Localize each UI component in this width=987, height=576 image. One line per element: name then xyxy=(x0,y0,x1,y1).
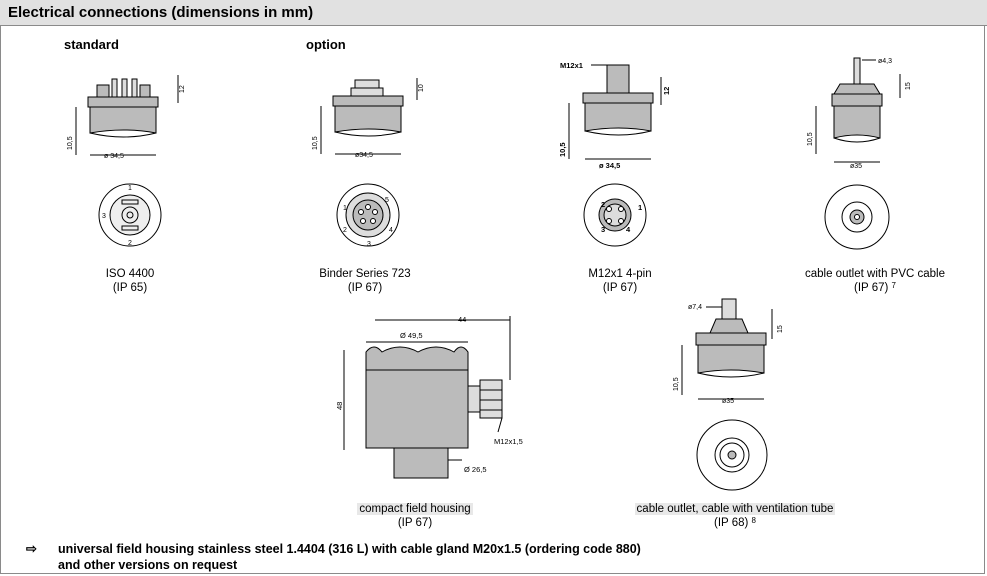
housing-top-dia-label: Ø 49,5 xyxy=(400,331,423,340)
pvc-cable-dia-label: ø4,3 xyxy=(878,58,892,65)
caption-ip: (IP 67) xyxy=(347,282,383,294)
binder723-caption: Binder Series 723 (IP 67) xyxy=(300,267,430,295)
pin-label: 1 xyxy=(343,205,347,212)
vent-side-label: 10,5 xyxy=(673,377,680,391)
section-title: Electrical connections (dimensions in mm… xyxy=(8,4,314,21)
housing-bottom-dia-label: Ø 26,5 xyxy=(464,465,487,474)
arrow-icon: ⇨ xyxy=(26,541,37,556)
vent-cable-dia-label: ø7,4 xyxy=(688,304,702,311)
caption-name: cable outlet, cable with ventilation tub… xyxy=(634,503,836,515)
footer-note: ⇨ universal field housing stainless steel… xyxy=(26,541,641,573)
binder723-side-label: 10,5 xyxy=(312,136,319,150)
housing-height-label: 48 xyxy=(335,402,344,410)
label-standard: standard xyxy=(64,37,119,52)
footer-line-2: and other versions on request xyxy=(58,558,238,572)
pvc-cable-front-drawing xyxy=(824,184,890,250)
housing-width-label: 44 xyxy=(458,315,466,324)
pin-label: 5 xyxy=(385,197,389,204)
m12-side-label: 10,5 xyxy=(558,142,567,157)
vent-tube-front-drawing xyxy=(696,419,768,491)
compact-housing-caption: compact field housing (IP 67) xyxy=(355,502,475,530)
pin-label: 3 xyxy=(601,225,605,234)
pin-label: 2 xyxy=(128,240,132,247)
footer-line-1: universal field housing stainless steel … xyxy=(58,542,641,556)
pvc-cable-side-drawing: ø4,3 ø35 15 10,5 xyxy=(807,57,912,170)
pvc-side-label: 10,5 xyxy=(807,132,814,146)
iso4400-side-drawing: ø 34,5 12 10,5 xyxy=(67,75,186,160)
caption-name: cable outlet with PVC cable xyxy=(805,268,945,280)
compact-housing-drawing: 44 Ø 49,5 48 M12x1,5 Ø 26,5 xyxy=(335,315,523,479)
pvc-dia-label: ø35 xyxy=(850,163,862,170)
binder723-side-drawing: ø34,5 10 10,5 xyxy=(312,78,425,159)
pin-label: 3 xyxy=(367,241,371,248)
iso4400-front-drawing: 1 2 3 xyxy=(98,183,162,247)
m12-caption: M12x1 4-pin (IP 67) xyxy=(560,267,680,295)
binder723-front-drawing: 1 2 3 4 5 xyxy=(336,183,400,248)
m12-front-drawing: 1 2 3 4 xyxy=(583,183,647,247)
m12-dia-label: ø 34,5 xyxy=(599,161,620,170)
section-header: Electrical connections (dimensions in mm… xyxy=(0,0,987,26)
iso4400-caption: ISO 4400 (IP 65) xyxy=(80,267,180,295)
binder723-height-label: 10 xyxy=(418,84,425,92)
pin-label: 2 xyxy=(343,227,347,234)
binder723-dia-label: ø34,5 xyxy=(355,152,373,159)
housing-gland-label: M12x1,5 xyxy=(494,437,523,446)
m12-height-label: 12 xyxy=(662,87,671,95)
caption-name: ISO 4400 xyxy=(105,268,155,280)
caption-ip: (IP 67) xyxy=(602,282,638,294)
vent-tube-side-drawing: ø7,4 ø35 15 10,5 xyxy=(673,298,784,405)
iso4400-side-label: 10,5 xyxy=(67,136,74,150)
footnote-ref: 8 xyxy=(751,516,756,525)
pin-label: 3 xyxy=(102,213,106,220)
iso4400-dia-label: ø 34,5 xyxy=(104,153,124,160)
vent-height-label: 15 xyxy=(777,325,784,333)
pin-label: 4 xyxy=(626,225,631,234)
caption-name: M12x1 4-pin xyxy=(588,268,652,280)
vent-tube-caption: cable outlet, cable with ventilation tub… xyxy=(620,502,850,530)
m12-thread-label: M12x1 xyxy=(560,61,583,70)
m12-side-drawing: M12x1 ø 34,5 12 10,5 xyxy=(558,61,671,170)
iso4400-height-label: 12 xyxy=(179,85,186,93)
caption-name: compact field housing xyxy=(357,503,473,515)
pvc-cable-caption: cable outlet with PVC cable (IP 67) 7 xyxy=(790,267,960,295)
caption-ip: (IP 68) xyxy=(714,517,749,529)
caption-ip: (IP 65) xyxy=(112,282,148,294)
pin-label: 4 xyxy=(389,227,393,234)
caption-ip: (IP 67) xyxy=(397,517,433,529)
footnote-ref: 7 xyxy=(891,281,896,290)
vent-dia-label: ø35 xyxy=(722,398,734,405)
pin-label: 1 xyxy=(638,203,642,212)
label-option: option xyxy=(306,37,346,52)
pin-label: 2 xyxy=(601,200,605,209)
caption-ip: (IP 67) xyxy=(854,282,889,294)
pvc-height-label: 15 xyxy=(905,82,912,90)
caption-name: Binder Series 723 xyxy=(319,268,411,280)
pin-label: 1 xyxy=(128,185,132,192)
